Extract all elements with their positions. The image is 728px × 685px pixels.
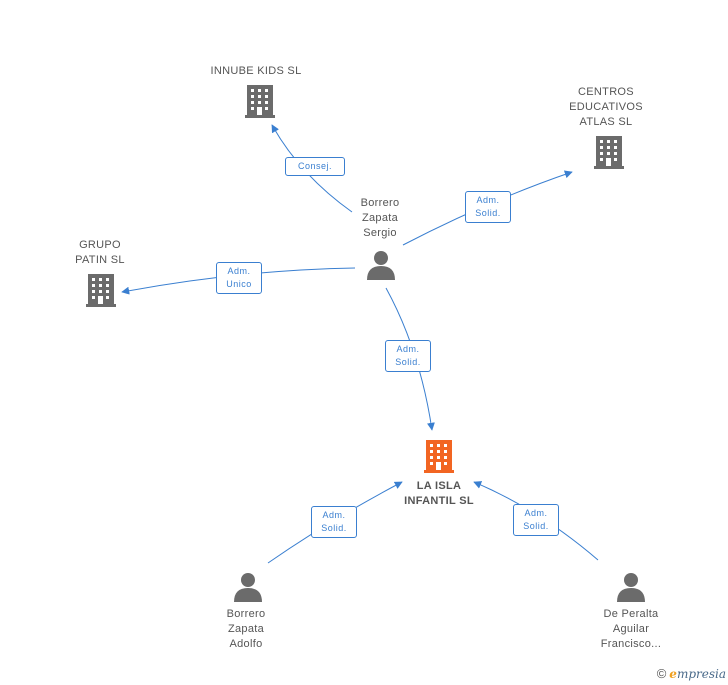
node-label-adolfo[interactable]: Borrero Zapata Adolfo [196, 607, 296, 652]
brand-name: mpresia [676, 667, 726, 681]
label-line: INFANTIL SL [404, 495, 474, 507]
edge-label-line: Adm. [227, 266, 251, 276]
edge-label-sergio-laisla[interactable]: Adm. Solid. [385, 340, 431, 372]
edge-label-line: Solid. [321, 523, 347, 533]
label-line: Zapata [361, 212, 399, 224]
label-line: GRUPO [79, 239, 121, 251]
building-icon-innube[interactable] [245, 85, 275, 118]
edge-label-line: Solid. [475, 208, 501, 218]
label-line: Francisco... [600, 638, 662, 650]
edge-label-line: Solid. [395, 357, 421, 367]
edge-label-sergio-centros[interactable]: Adm. Solid. [465, 191, 511, 223]
edge-label-adolfo-laisla[interactable]: Adm. Solid. [311, 506, 357, 538]
node-label-centros[interactable]: CENTROS EDUCATIVOS ATLAS SL [556, 85, 656, 130]
node-label-laisla[interactable]: LA ISLA INFANTIL SL [379, 479, 499, 509]
person-icon-peralta[interactable] [617, 573, 645, 602]
brand-initial: e [669, 667, 677, 681]
edge-label-line: Adm. [524, 508, 548, 518]
copyright-symbol: © [656, 666, 667, 681]
label-line: INNUBE KIDS SL [210, 65, 302, 77]
label-line: PATIN SL [75, 254, 125, 266]
edge-label-line: Unico [226, 279, 252, 289]
label-line: EDUCATIVOS [569, 101, 643, 113]
building-icon-laisla[interactable] [424, 440, 454, 473]
label-line: Borrero [226, 608, 266, 620]
edge-label-peralta-laisla[interactable]: Adm. Solid. [513, 504, 559, 536]
person-icon-adolfo[interactable] [234, 573, 262, 602]
edge-label-sergio-innube[interactable]: Consej. [285, 157, 345, 176]
node-label-sergio[interactable]: Borrero Zapata Sergio [330, 196, 430, 241]
edge-label-line: Adm. [322, 510, 346, 520]
edge-label-line: Solid. [523, 521, 549, 531]
label-line: Aguilar [612, 623, 650, 635]
person-icon-sergio[interactable] [367, 251, 395, 280]
label-line: ATLAS SL [579, 116, 633, 128]
node-label-peralta[interactable]: De Peralta Aguilar Francisco... [576, 607, 686, 652]
edge-label-line: Adm. [396, 344, 420, 354]
edge-label-line: Adm. [476, 195, 500, 205]
edge-label-sergio-grupo[interactable]: Adm. Unico [216, 262, 262, 294]
label-line: LA ISLA [416, 480, 462, 492]
building-icon-centros[interactable] [594, 136, 624, 169]
label-line: De Peralta [603, 608, 659, 620]
label-line: Sergio [363, 227, 397, 239]
label-line: Zapata [227, 623, 265, 635]
building-icon-grupo[interactable] [86, 274, 116, 307]
footer-branding: ©empresia [657, 666, 726, 681]
edge-label-line: Consej. [297, 161, 332, 171]
label-line: Borrero [360, 197, 400, 209]
brand-logo[interactable]: empresia [669, 667, 726, 681]
node-label-grupo[interactable]: GRUPO PATIN SL [50, 238, 150, 268]
label-line: Adolfo [229, 638, 263, 650]
node-label-innube[interactable]: INNUBE KIDS SL [196, 64, 316, 79]
label-line: CENTROS [578, 86, 634, 98]
